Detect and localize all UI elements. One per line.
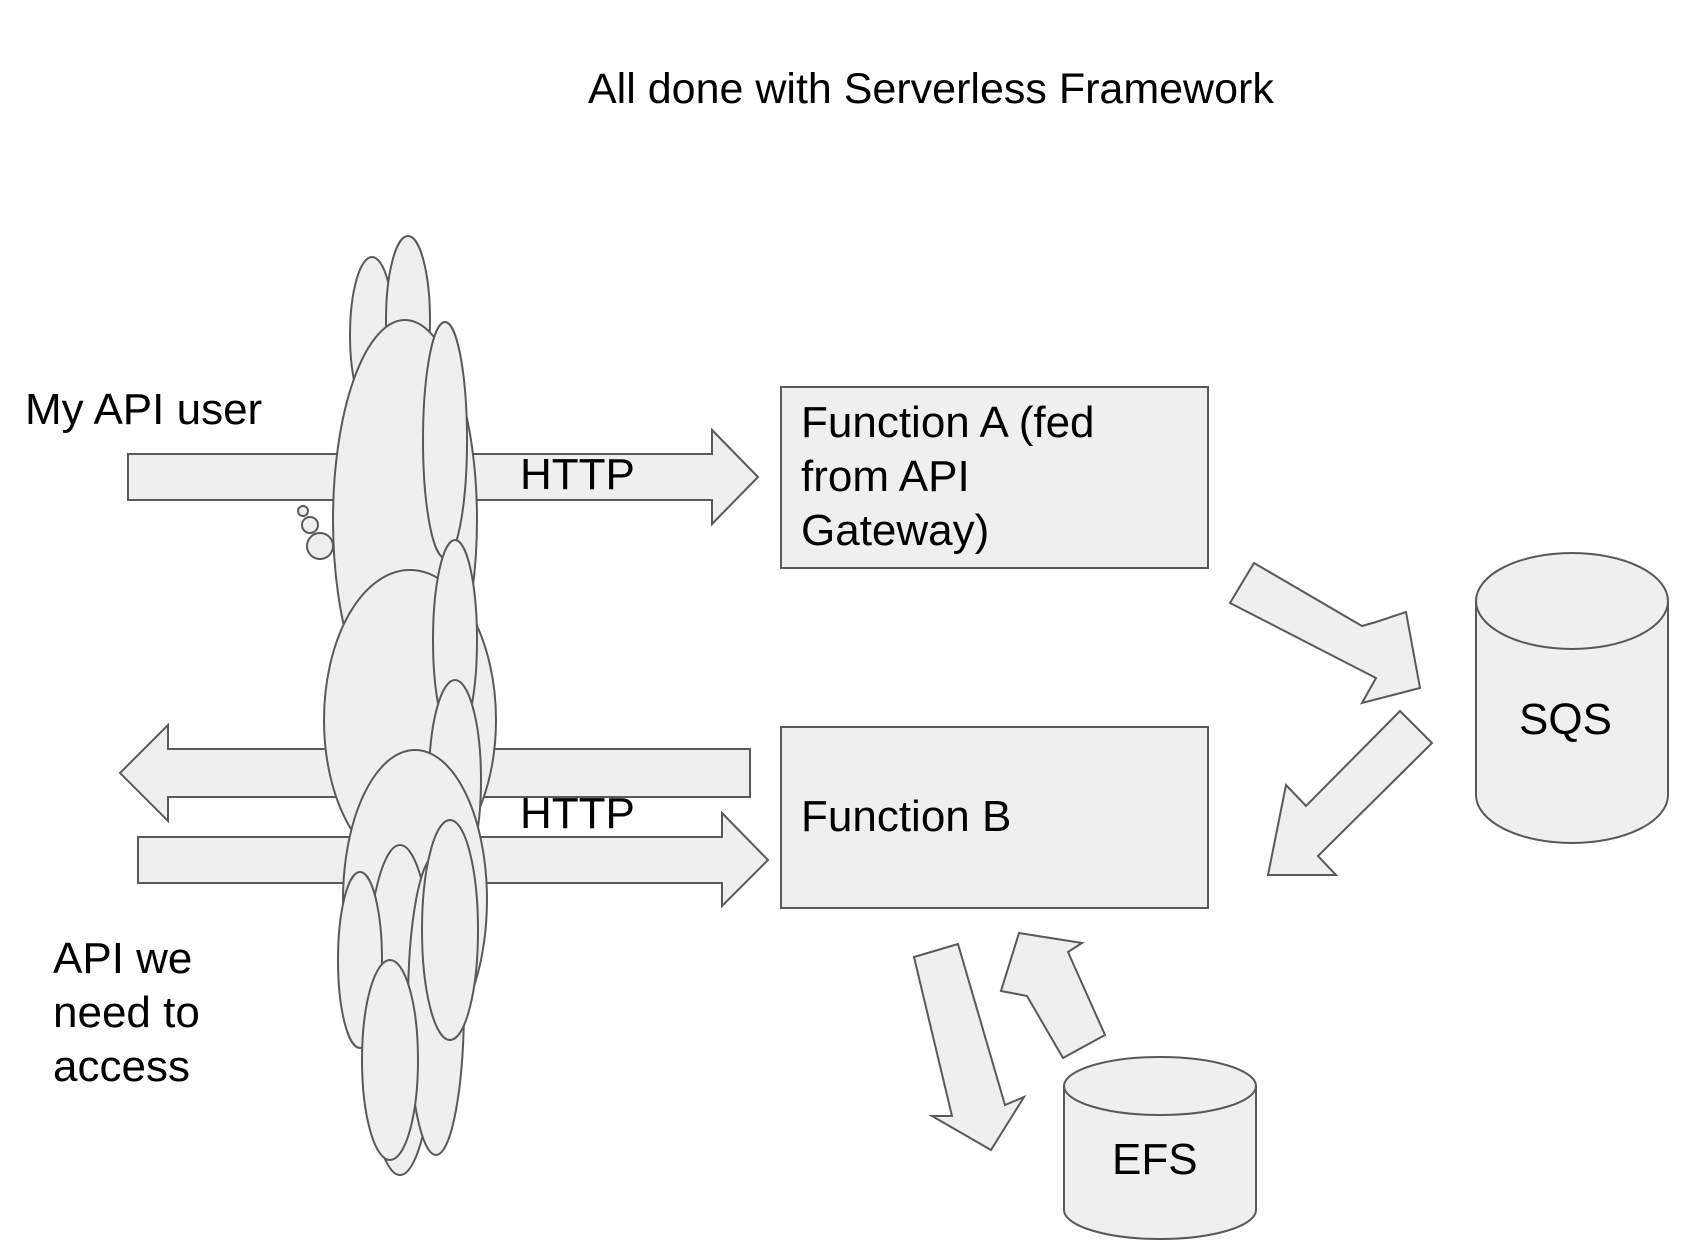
function-a-box xyxy=(780,386,1209,569)
sqs-label: SQS xyxy=(1519,695,1612,744)
database-cylinder-icon xyxy=(1475,552,1669,844)
api-user-label: My API user xyxy=(25,385,263,434)
dequeue-arrow xyxy=(1266,709,1434,876)
http-label-top: HTTP xyxy=(520,450,635,499)
sqs-cylinder xyxy=(1475,552,1669,844)
efs-cylinder xyxy=(1063,1056,1257,1240)
bubble-medium xyxy=(301,516,319,534)
bubble-small xyxy=(297,505,309,517)
external-api-label: API we need to access xyxy=(53,934,200,1091)
bubble-large xyxy=(306,532,334,560)
enqueue-arrow xyxy=(1228,561,1422,705)
http-label-bottom: HTTP xyxy=(520,789,635,838)
function-b-label: Function B xyxy=(801,792,1012,841)
efs-label: EFS xyxy=(1112,1135,1198,1184)
database-cylinder-icon xyxy=(1063,1056,1257,1240)
efs-read-arrow xyxy=(999,931,1107,1060)
efs-write-arrow xyxy=(912,942,1027,1152)
function-b-box xyxy=(780,726,1209,909)
function-a-label: Function A (fed from API Gateway) xyxy=(801,398,1095,555)
cloud-icon xyxy=(323,235,497,1176)
diagram-title: All done with Serverless Framework xyxy=(588,65,1274,113)
